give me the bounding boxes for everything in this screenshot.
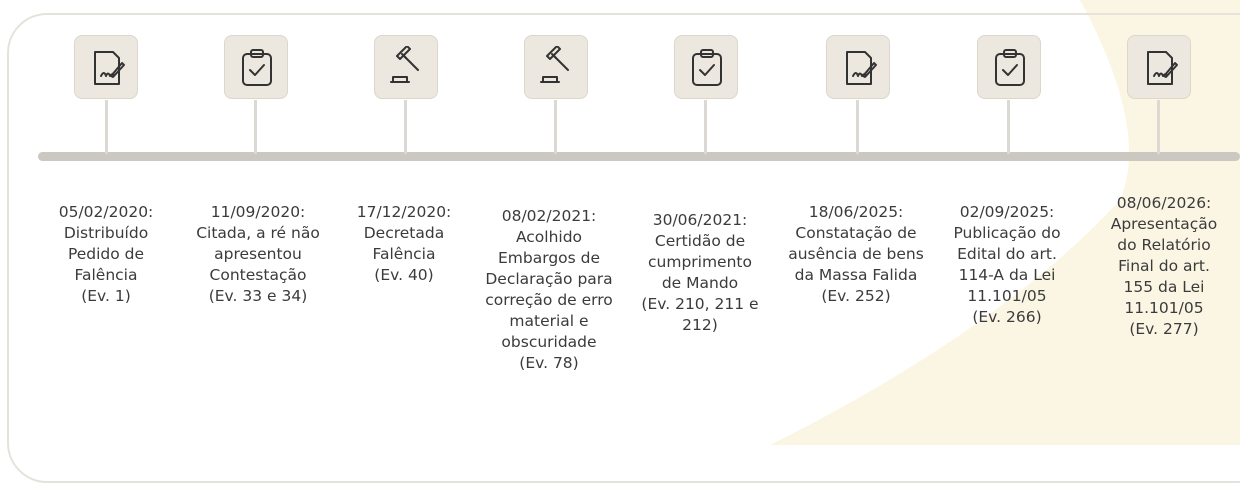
timeline-event: 18/06/2025: Constatação de ausência de b…: [786, 202, 926, 307]
event-description: Certidão de cumprimento de Mando: [648, 232, 752, 292]
event-description: Citada, a ré não apresentou Contestação: [196, 224, 320, 284]
event-description: Acolhido Embargos de Declaração para cor…: [485, 228, 613, 351]
timeline-event: 02/09/2025: Publicação do Edital do art.…: [942, 202, 1072, 328]
event-description: Constatação de ausência de bens da Massa…: [788, 224, 924, 284]
event-icon-box: [977, 35, 1041, 99]
background-decoration: [770, 0, 1240, 445]
event-icon-box: [1127, 35, 1191, 99]
event-icon-box: [524, 35, 588, 99]
timeline-tick: [1007, 100, 1010, 154]
event-reference: (Ev. 78): [519, 354, 579, 372]
event-date: 08/02/2021:: [501, 207, 597, 225]
timeline-tick: [554, 100, 557, 154]
event-date: 18/06/2025:: [808, 203, 904, 221]
event-description: Apresentação do Relatório Final do art. …: [1110, 215, 1218, 317]
event-date: 08/06/2026:: [1116, 194, 1212, 212]
clipboard-check-icon: [995, 49, 1025, 86]
timeline-event: 11/09/2020: Citada, a ré não apresentou …: [188, 202, 328, 307]
event-date: 11/09/2020:: [210, 203, 306, 221]
event-reference: (Ev. 210, 211 e 212): [641, 295, 759, 334]
clipboard-check-icon: [692, 49, 722, 86]
event-date: 30/06/2021:: [652, 211, 748, 229]
timeline-tick: [704, 100, 707, 154]
event-reference: (Ev. 266): [972, 308, 1042, 326]
timeline-event: 30/06/2021: Certidão de cumprimento de M…: [625, 210, 775, 336]
event-description: Publicação do Edital do art. 114-A da Le…: [953, 224, 1061, 305]
event-icon-box: [826, 35, 890, 99]
event-date: 17/12/2020:: [356, 203, 452, 221]
document-signature-icon: [94, 51, 125, 85]
document-signature-icon: [846, 51, 877, 85]
gavel-icon: [390, 46, 419, 83]
event-description: Distribuído Pedido de Falência: [63, 224, 149, 284]
timeline-event: 05/02/2020: Distribuído Pedido de Falênc…: [36, 202, 176, 307]
document-signature-icon: [1147, 51, 1178, 85]
timeline-event: 08/02/2021: Acolhido Embargos de Declara…: [474, 206, 624, 374]
event-reference: (Ev. 252): [821, 287, 891, 305]
event-description: Decretada Falência: [363, 224, 445, 263]
timeline-tick: [856, 100, 859, 154]
event-icon-box: [674, 35, 738, 99]
timeline-axis: [38, 152, 1240, 161]
event-icon-box: [374, 35, 438, 99]
timeline-tick: [1157, 100, 1160, 154]
event-date: 02/09/2025:: [959, 203, 1055, 221]
event-reference: (Ev. 1): [81, 287, 131, 305]
timeline-tick: [404, 100, 407, 154]
timeline-event: 08/06/2026: Apresentação do Relatório Fi…: [1092, 193, 1236, 340]
timeline-tick: [254, 100, 257, 154]
event-date: 05/02/2020:: [58, 203, 154, 221]
gavel-icon: [540, 46, 569, 83]
timeline-event: 17/12/2020: Decretada Falência (Ev. 40): [339, 202, 469, 286]
clipboard-check-icon: [242, 49, 272, 86]
event-reference: (Ev. 40): [374, 266, 434, 284]
event-icon-box: [74, 35, 138, 99]
timeline-tick: [105, 100, 108, 154]
event-icon-box: [224, 35, 288, 99]
event-reference: (Ev. 33 e 34): [208, 287, 308, 305]
event-reference: (Ev. 277): [1129, 320, 1199, 338]
